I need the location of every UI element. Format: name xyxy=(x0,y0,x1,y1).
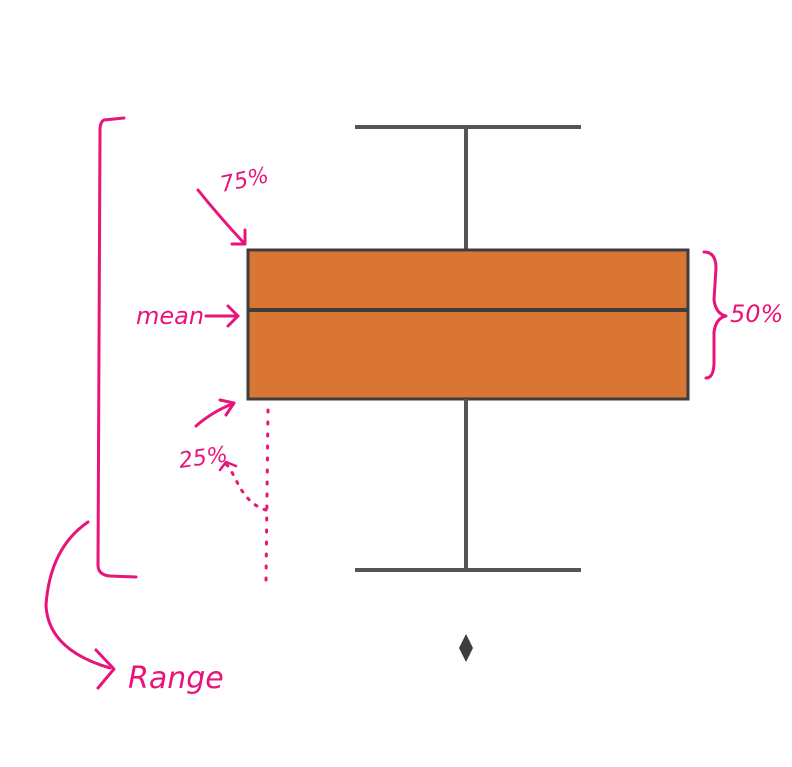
iqr-brace xyxy=(702,250,728,380)
range-bracket xyxy=(96,116,138,579)
p25-dotted-guide xyxy=(264,408,270,584)
annotation-labels: 75% mean 25% 50% Range xyxy=(128,163,783,696)
p25-arrowhead-icon xyxy=(218,398,236,417)
p75-arrow xyxy=(196,188,245,244)
range-curve-arrow xyxy=(44,520,112,670)
range-arrowhead-icon xyxy=(94,648,116,690)
label-iqr: 50% xyxy=(730,300,783,328)
p75-arrowhead-icon xyxy=(230,228,247,246)
p25-dotted-curve xyxy=(224,462,268,512)
iqr-box xyxy=(246,248,690,401)
label-range: Range xyxy=(128,661,224,696)
boxplot xyxy=(246,125,690,662)
annotations xyxy=(44,116,728,690)
label-mean: mean xyxy=(136,302,204,330)
mean-arrowhead-icon xyxy=(226,304,240,328)
label-p75: 75% xyxy=(218,163,271,198)
outlier-diamond-icon xyxy=(459,634,473,662)
p25-dotted-arrowhead-icon xyxy=(218,460,238,472)
p25-arrow xyxy=(194,402,234,428)
